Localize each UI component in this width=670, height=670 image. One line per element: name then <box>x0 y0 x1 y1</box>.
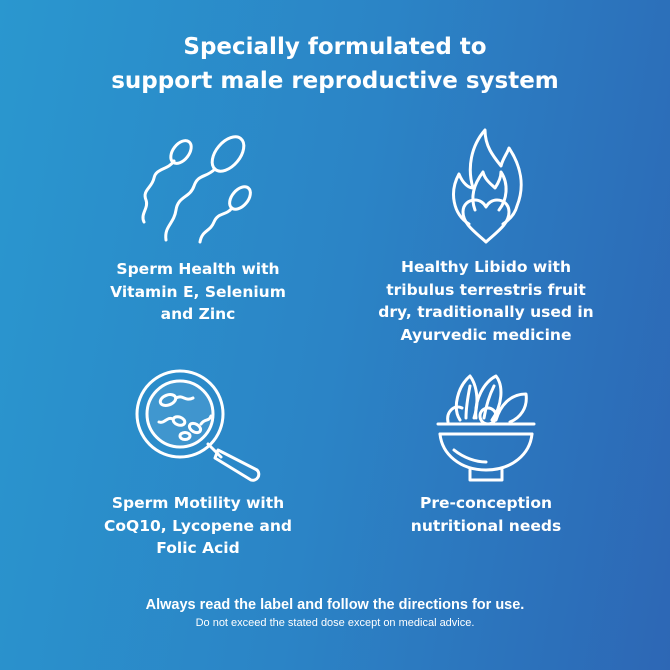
disclaimer-secondary: Do not exceed the stated dose except on … <box>195 617 475 629</box>
benefit-healthy-libido: Healthy Libido with tribulus terrestris … <box>336 126 636 346</box>
magnifier-sperm-icon <box>123 366 273 482</box>
benefit-caption: Healthy Libido with tribulus terrestris … <box>378 258 594 344</box>
disclaimer-primary: Always read the label and follow the dir… <box>145 597 525 613</box>
benefit-caption: Sperm Health with Vitamin E, Selenium an… <box>110 260 286 323</box>
benefit-pre-conception: Pre-conception nutritional needs <box>336 366 636 537</box>
headline-line-2: support male reproductive system <box>111 68 559 94</box>
salad-bowl-icon <box>430 366 542 482</box>
benefit-caption: Sperm Motility with CoQ10, Lycopene and … <box>104 494 292 557</box>
benefit-sperm-motility: Sperm Motility with CoQ10, Lycopene and … <box>48 366 348 560</box>
headline: Specially formulated to support male rep… <box>0 30 670 98</box>
footer-disclaimer: Always read the label and follow the dir… <box>0 596 670 631</box>
benefit-caption: Pre-conception nutritional needs <box>410 494 562 535</box>
benefit-sperm-health: Sperm Health with Vitamin E, Selenium an… <box>48 130 348 326</box>
flame-heart-icon <box>445 126 527 246</box>
sperm-icon <box>136 130 260 248</box>
headline-line-1: Specially formulated to <box>183 34 487 60</box>
